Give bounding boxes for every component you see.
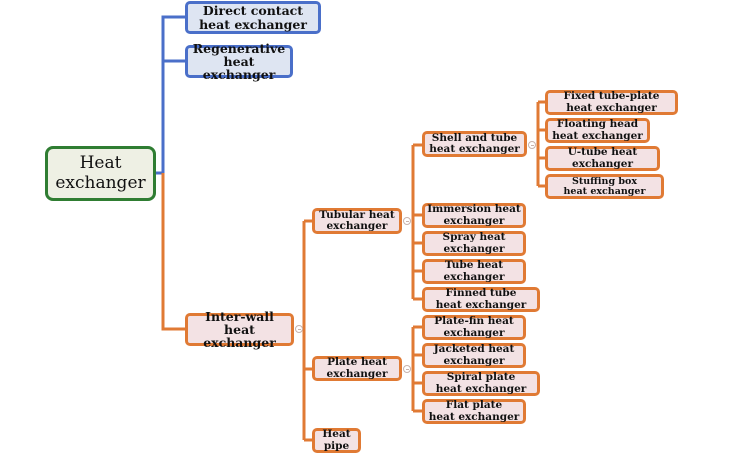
node-plate[interactable]: Plate heat exchanger <box>312 356 402 381</box>
node-flat-plate[interactable]: Flat plate heat exchanger <box>422 399 526 424</box>
node-tubular[interactable]: Tubular heat exchanger <box>312 208 402 234</box>
node-stuffing-box[interactable]: Stuffing box heat exchanger <box>545 174 664 199</box>
collapse-toggle-shell-and-tube[interactable] <box>528 141 536 149</box>
node-regenerative[interactable]: Regenerative heat exchanger <box>185 42 293 81</box>
node-direct-contact[interactable]: Direct contact heat exchanger <box>185 1 321 34</box>
node-tube[interactable]: Tube heat exchanger <box>422 259 526 284</box>
connector-root-to-inter-wall <box>161 173 185 331</box>
node-floating-head[interactable]: Floating head heat exchanger <box>545 118 650 143</box>
connector-root-to-direct-contact <box>155 15 185 175</box>
node-heat-exchanger-root[interactable]: Heat exchanger <box>45 146 156 201</box>
node-plate-fin[interactable]: Plate-fin heat exchanger <box>422 315 526 340</box>
collapse-toggle-tubular[interactable] <box>403 217 411 225</box>
node-heat-pipe[interactable]: Heat pipe <box>312 428 361 453</box>
collapse-toggle-plate[interactable] <box>403 365 411 373</box>
node-finned-tube[interactable]: Finned tube heat exchanger <box>422 287 540 312</box>
collapse-toggle-inter-wall[interactable] <box>295 325 303 333</box>
node-u-tube[interactable]: U-tube heat exchanger <box>545 146 660 171</box>
node-shell-and-tube[interactable]: Shell and tube heat exchanger <box>422 131 527 157</box>
node-spray[interactable]: Spray heat exchanger <box>422 231 526 256</box>
node-fixed-tube-plate[interactable]: Fixed tube-plate heat exchanger <box>545 90 678 115</box>
node-inter-wall[interactable]: Inter-wall heat exchanger <box>185 310 294 349</box>
node-immersion[interactable]: Immersion heat exchanger <box>422 203 526 228</box>
node-spiral-plate[interactable]: Spiral plate heat exchanger <box>422 371 540 396</box>
node-jacketed[interactable]: Jacketed heat exchanger <box>422 343 526 368</box>
